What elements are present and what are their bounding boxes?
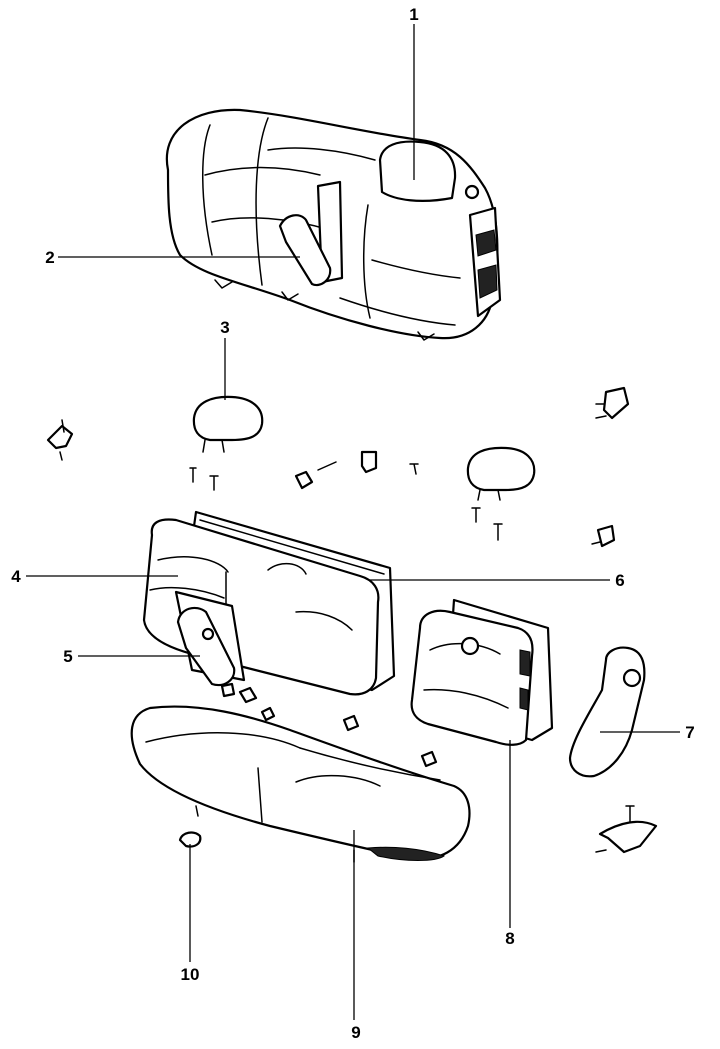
callout-3: 3 — [220, 318, 229, 337]
part-5-center-armrest — [174, 590, 246, 687]
callout-2: 2 — [45, 248, 54, 267]
callout-1: 1 — [409, 5, 418, 24]
callout-10: 10 — [181, 965, 200, 984]
callout-4: 4 — [11, 567, 21, 586]
part-2-armrest — [278, 180, 344, 287]
part-8-side-seatback — [410, 598, 554, 746]
callout-8: 8 — [505, 929, 514, 948]
part-3-headrest-left — [192, 395, 264, 453]
callout-5: 5 — [63, 647, 72, 666]
callout-9: 9 — [351, 1023, 360, 1042]
callout-6: 6 — [615, 571, 624, 590]
part-7-side-bolster — [568, 646, 646, 778]
headrest-right — [466, 446, 536, 501]
callout-labels: 1 2 3 4 5 6 7 8 9 10 — [11, 5, 694, 1042]
part-9-seat-cushion — [130, 705, 471, 863]
leader-lines — [26, 24, 680, 1020]
small-hardware — [46, 386, 658, 854]
callout-7: 7 — [685, 723, 694, 742]
